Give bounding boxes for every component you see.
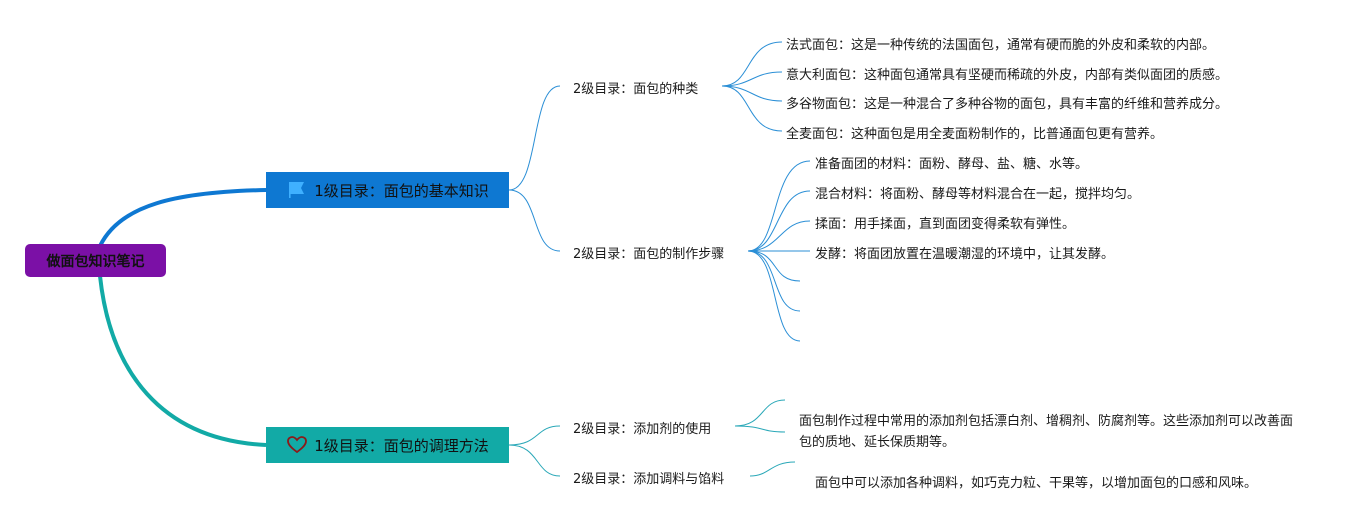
flag-icon bbox=[286, 180, 308, 200]
leaf-italian-bread[interactable]: 意大利面包：这种面包通常具有坚硬而稀疏的外皮，内部有类似面团的质感。 bbox=[786, 68, 1229, 83]
leaf-wholewheat-bread[interactable]: 全麦面包：这种面包是用全麦面粉制作的，比普通面包更有营养。 bbox=[786, 127, 1164, 142]
subtopic-additives[interactable]: 2级目录：添加剂的使用 bbox=[573, 422, 712, 437]
topic-conditioning-methods[interactable]: 1级目录：面包的调理方法 bbox=[266, 427, 509, 463]
leaf-french-bread[interactable]: 法式面包：这是一种传统的法国面包，通常有硬而脆的外皮和柔软的内部。 bbox=[786, 38, 1216, 53]
topic-label: 1级目录：面包的调理方法 bbox=[314, 436, 489, 455]
branch-line-2 bbox=[98, 275, 267, 447]
leaf-prepare-ingredients[interactable]: 准备面团的材料：面粉、酵母、盐、糖、水等。 bbox=[815, 157, 1089, 172]
leaf-mix-ingredients[interactable]: 混合材料：将面粉、酵母等材料混合在一起，搅拌均匀。 bbox=[815, 187, 1141, 202]
subtopic-bread-types[interactable]: 2级目录：面包的种类 bbox=[573, 82, 699, 97]
leaf-multigrain-bread[interactable]: 多谷物面包：这是一种混合了多种谷物的面包，具有丰富的纤维和营养成分。 bbox=[786, 97, 1229, 112]
leaf-knead-dough[interactable]: 揉面：用手揉面，直到面团变得柔软有弹性。 bbox=[815, 217, 1076, 232]
subtopic-seasonings-fillings[interactable]: 2级目录：添加调料与馅料 bbox=[573, 472, 725, 487]
topic-basic-knowledge[interactable]: 1级目录：面包的基本知识 bbox=[266, 172, 509, 208]
leaf-additives-text[interactable]: 面包制作过程中常用的添加剂包括漂白剂、增稠剂、防腐剂等。这些添加剂可以改善面包的… bbox=[799, 414, 1294, 450]
branch-line-1 bbox=[98, 188, 267, 247]
leaf-seasonings-text[interactable]: 面包中可以添加各种调料，如巧克力粒、干果等，以增加面包的口感和风味。 bbox=[815, 476, 1258, 491]
topic-label: 1级目录：面包的基本知识 bbox=[314, 181, 489, 200]
subtopic-bread-steps[interactable]: 2级目录：面包的制作步骤 bbox=[573, 247, 725, 262]
root-topic[interactable]: 做面包知识笔记 bbox=[25, 244, 166, 277]
leaf-ferment[interactable]: 发酵：将面团放置在温暖潮湿的环境中，让其发酵。 bbox=[815, 247, 1115, 262]
heart-icon bbox=[286, 435, 308, 455]
